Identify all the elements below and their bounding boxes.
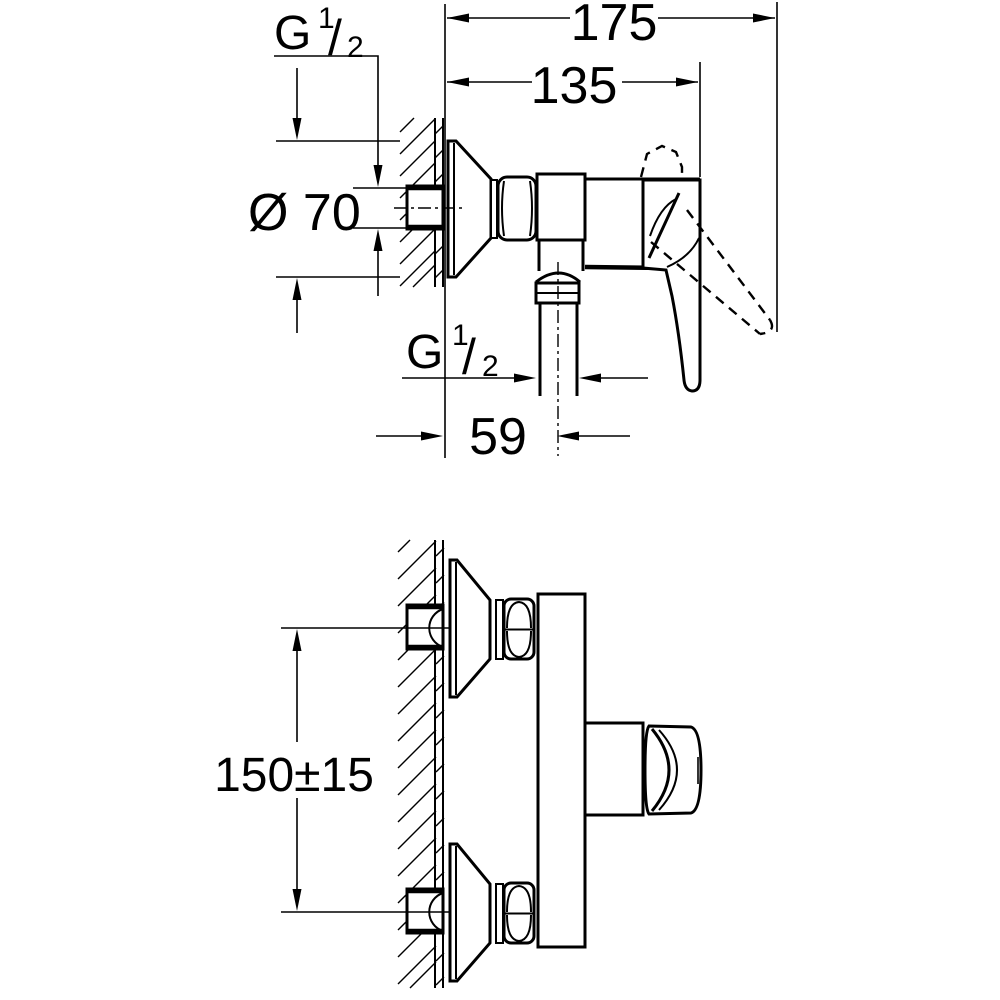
- dimension-diameter-70: Ø 70: [248, 68, 400, 333]
- plan-view: 150±15: [214, 539, 703, 989]
- lever-handle-plan: [583, 721, 703, 817]
- thread-slash: /: [328, 10, 342, 66]
- thread-size-label-outlet: G 1 / 2: [402, 319, 648, 385]
- lever-handle-side: [584, 177, 702, 393]
- escutcheon-side: [446, 139, 493, 279]
- dimension-175-label: 175: [571, 0, 658, 52]
- dimension-150: 150±15: [214, 627, 450, 913]
- side-view: 175 135 G 1 / 2: [248, 0, 778, 466]
- inlet-connection-bottom: [405, 842, 536, 983]
- thread-slash: /: [462, 329, 476, 385]
- thread-letter: G: [406, 326, 443, 379]
- dimension-59: 59: [376, 408, 630, 466]
- dimension-135-label: 135: [531, 57, 618, 115]
- shower-outlet: [534, 262, 581, 456]
- thread-denominator: 2: [347, 31, 364, 64]
- union-nut-side: [490, 175, 538, 242]
- mixer-body-side: [535, 172, 587, 271]
- lever-handle-alt-position: [639, 144, 774, 336]
- thread-letter: G: [274, 7, 311, 60]
- thread-size-label-inlet: G 1 / 2: [274, 2, 462, 296]
- thread-denominator: 2: [482, 350, 499, 383]
- thread-numerator: 1: [318, 2, 335, 35]
- dimension-59-label: 59: [469, 408, 527, 466]
- dimension-150-label: 150±15: [214, 749, 374, 802]
- inlet-connection-top: [405, 558, 536, 699]
- thread-numerator: 1: [452, 319, 469, 352]
- dimension-175: 175: [447, 0, 778, 332]
- diameter-70-label: Ø 70: [248, 184, 361, 242]
- mixer-body-plan: [536, 592, 587, 949]
- dimension-135: 135: [447, 57, 701, 177]
